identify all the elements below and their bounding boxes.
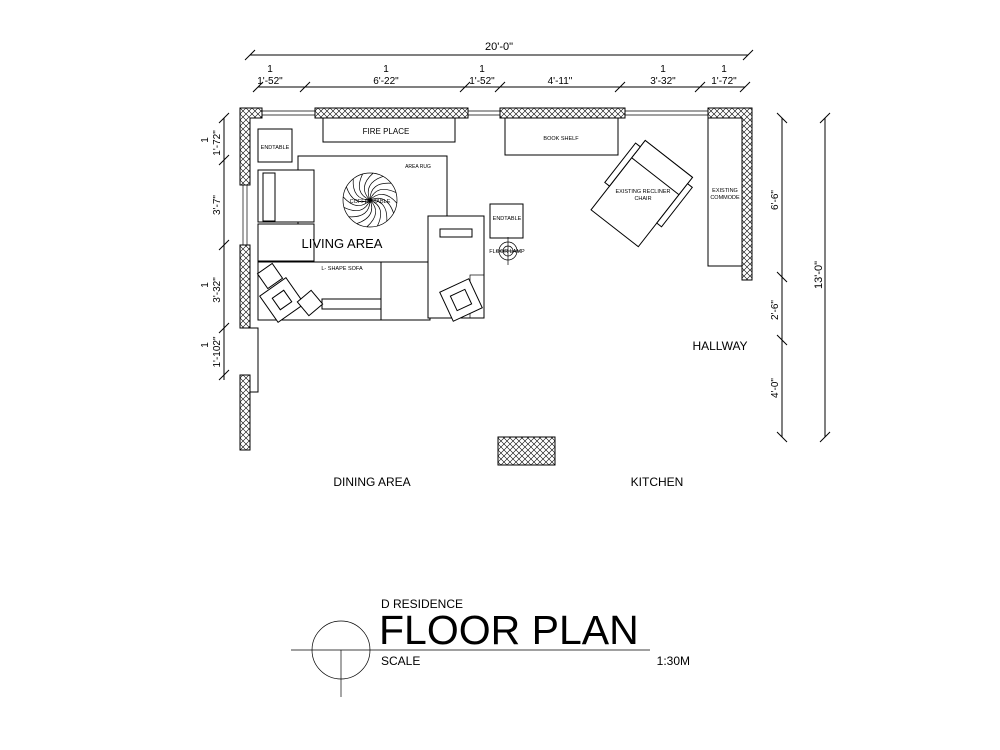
floor-lamp-label: FLOOR LAMP [489,249,525,255]
dim-left-2: 3'-7" [212,195,223,215]
dim-fraction: 1 [200,137,211,143]
commode-label: EXISTING [712,188,738,194]
sofa-label: L- SHAPE SOFA [321,266,363,272]
dim-fraction: 1 [200,282,211,288]
dim-fraction: 1 [200,342,211,348]
endtable-label: ENDTABLE [493,216,522,222]
top-segment-dimensions: 1 1'-52" 1 6'-22" 1 1'-52" 4'-11" 1 3'-3… [252,64,751,93]
room-living-area: LIVING AREA [302,236,383,251]
room-kitchen: KITCHEN [631,475,684,489]
dim-top-6: 1'-72" [711,76,737,87]
coffee-table-label: COFFEE TABLE [350,199,391,205]
coffee-table-spoke [369,199,388,222]
dim-right-1: 6'-6" [770,190,781,210]
fireplace: FIRE PLACE [322,117,456,143]
chairs-left [256,262,324,323]
coffee-table-spoke [348,199,371,218]
coffee-table-spoke [367,176,384,201]
existing-commode: EXISTING COMMODE [707,117,743,267]
floor-lamp: FLOOR LAMP [489,237,525,265]
dim-top-2: 6'-22" [373,76,399,87]
coffee-table-spoke [356,199,373,224]
room-hallway: HALLWAY [692,339,747,353]
dim-top-5: 3'-32" [650,76,676,87]
left-segment-dimensions: 1 1'-72" 3'-7" 1 3'-32" 1 1'-102" [200,112,230,381]
bookshelf: BOOK SHELF [504,117,619,156]
coffee-table-spoke [369,194,398,204]
coffee-table-spoke [352,178,371,201]
coffee-table-spoke [369,188,397,201]
coffee-table-spoke [342,196,371,206]
top-overall-dimension: 20'-0" [244,41,754,61]
dim-fraction: 1 [479,64,485,75]
recliner-label: EXISTING RECLINER [615,189,670,195]
coffee-table-spoke [366,199,376,228]
scale-value: 1:30M [657,654,690,668]
area-rug-label: AREA RUG [405,164,431,170]
endtable-left: ENDTABLE [257,128,293,163]
project-name: D RESIDENCE [381,597,463,611]
ottoman-chair-right [427,215,485,322]
dim-top-3: 1'-52" [469,76,495,87]
dim-fraction: 1 [267,64,273,75]
coffee-table-spoke [364,172,374,201]
coffee-table-spoke [369,182,392,201]
dim-fraction: 1 [721,64,727,75]
coffee-table-spoke [346,186,371,203]
recliner-label: CHAIR [634,196,651,202]
scale-label: SCALE [381,654,420,668]
existing-recliner-chair [590,139,694,248]
dim-overall-width: 20'-0" [485,41,513,53]
dim-top-1: 1'-52" [257,76,283,87]
bookshelf-label: BOOK SHELF [543,136,579,142]
dim-right-3: 4'-0" [770,378,781,398]
dim-right-2: 2'-6" [770,300,781,320]
door [250,327,259,393]
dim-left-3: 3'-32" [212,277,223,303]
commode-label: COMMODE [710,195,740,201]
coffee-table-spoke [369,197,394,214]
walls [239,107,753,466]
drawing-title: FLOOR PLAN [379,607,639,653]
fireplace-label: FIRE PLACE [363,127,410,136]
dim-fraction: 1 [383,64,389,75]
dim-top-4: 4'-11" [548,76,573,87]
endtable-right: ENDTABLE [489,203,524,239]
coffee-table-spoke [343,199,371,212]
dim-overall-height: 13'-0" [813,261,825,289]
coffee-table-spoke [369,199,382,227]
dim-left-4: 1'-102" [212,336,223,367]
coffee-table: COFFEE TABLE [342,172,398,228]
right-segment-dimensions: 6'-6" 2'-6" 4'-0" 13'-0" [770,112,831,443]
dim-fraction: 1 [660,64,666,75]
dim-left-1: 1'-72" [212,130,223,156]
coffee-table-spoke [358,173,371,201]
title-block: D RESIDENCE FLOOR PLAN SCALE 1:30M [291,597,690,697]
endtable-label: ENDTABLE [261,145,290,151]
room-dining-area: DINING AREA [333,475,410,489]
